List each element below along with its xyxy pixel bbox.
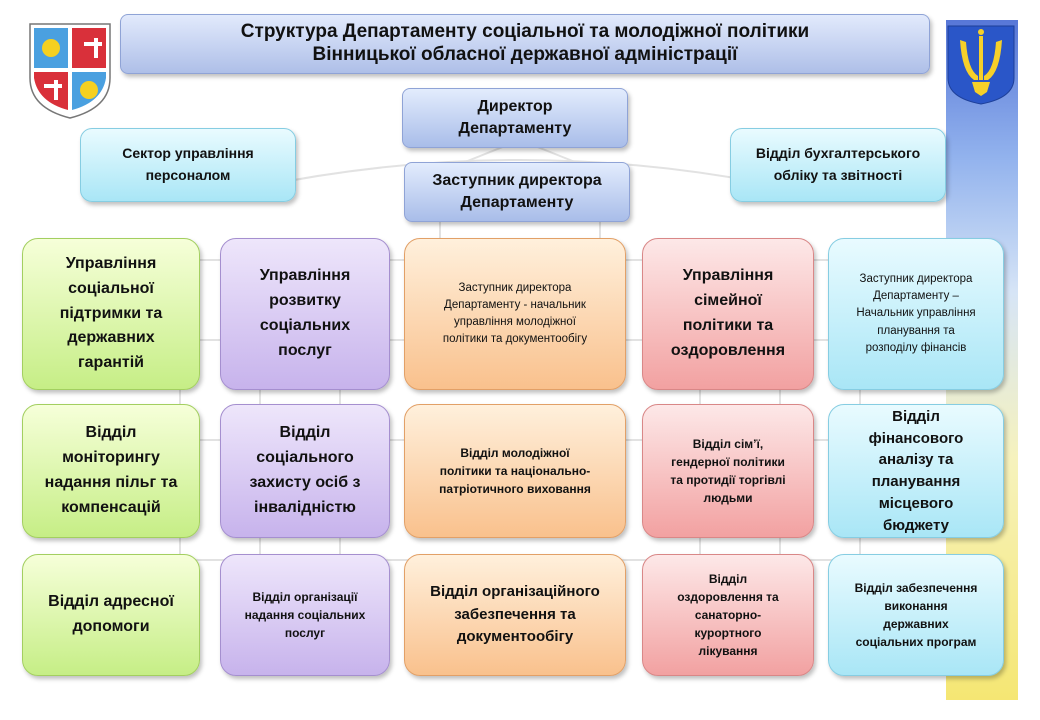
vinnytsia-coat-of-arms-icon bbox=[29, 23, 111, 119]
col1-head-line: державних bbox=[67, 329, 155, 347]
director-box: Директор Департаменту bbox=[402, 88, 628, 148]
col2-mid-line: соціального bbox=[256, 449, 354, 467]
col1-head-line: Управління bbox=[65, 255, 157, 272]
col5-mid-line: бюджету bbox=[882, 516, 950, 534]
col1-mid-line: компенсацій bbox=[61, 498, 161, 516]
column-3-bot-box: Відділ організаційного забезпечення та д… bbox=[404, 554, 626, 676]
col3-mid-line: Відділ молодіжної bbox=[460, 446, 570, 460]
column-2-head-box: Управління розвитку соціальних послуг bbox=[220, 238, 390, 390]
col4-bot-line: курортного bbox=[694, 626, 762, 640]
col4-bot-line: Відділ bbox=[708, 572, 748, 586]
col2-bot-line: Відділ організації bbox=[252, 590, 358, 604]
col1-bot-line: Відділ адресної bbox=[48, 593, 174, 611]
hr-sector-line-1: Сектор управління bbox=[122, 145, 254, 162]
column-1-head-box: Управління соціальної підтримки та держа… bbox=[22, 238, 200, 390]
col5-head-line: розподілу фінансів bbox=[865, 341, 967, 354]
column-4-bot-box: Відділ оздоровлення та санаторно- курорт… bbox=[642, 554, 814, 676]
column-5-bot-box: Відділ забезпечення виконання державних … bbox=[828, 554, 1004, 676]
col2-mid-line: захисту осіб з bbox=[249, 474, 361, 491]
col5-mid-line: Відділ bbox=[892, 407, 940, 425]
col4-bot-line: оздоровлення та bbox=[677, 590, 779, 604]
hr-sector-box: Сектор управління персоналом bbox=[80, 128, 296, 202]
column-5-mid-box: Відділ фінансового аналізу та планування… bbox=[828, 404, 1004, 538]
deputy-director-box: Заступник директора Департаменту bbox=[404, 162, 630, 222]
col3-bot-line: Відділ організаційного bbox=[430, 583, 600, 601]
col3-mid-line: патріотичного виховання bbox=[439, 482, 591, 496]
title-line-1: Структура Департаменту соціальної та мол… bbox=[240, 21, 810, 43]
col1-bot-line: допомоги bbox=[72, 618, 150, 635]
col4-mid-line: Відділ сім’ї, bbox=[692, 437, 764, 451]
col3-head-line: управління молодіжної bbox=[454, 316, 576, 328]
col5-head-line: Департаменту – bbox=[873, 290, 959, 303]
col5-head-line: Начальник управління bbox=[856, 307, 976, 320]
col2-mid-line: Відділ bbox=[279, 424, 331, 442]
col4-head-line: оздоровлення bbox=[670, 341, 786, 359]
col3-head-line: Заступник директора bbox=[458, 281, 572, 294]
col4-mid-line: гендерної політики bbox=[671, 455, 785, 469]
column-5-head-box: Заступник директора Департаменту – Начал… bbox=[828, 238, 1004, 390]
col2-mid-line: інвалідністю bbox=[254, 498, 356, 516]
col5-bot-line: соціальних програм bbox=[855, 635, 977, 649]
col1-head-line: соціальної bbox=[68, 279, 154, 297]
col2-head-line: соціальних bbox=[259, 317, 351, 334]
col2-bot-line: послуг bbox=[284, 626, 326, 640]
director-line-1: Директор bbox=[477, 97, 553, 115]
ukraine-trident-icon bbox=[947, 25, 1015, 105]
col5-mid-line: фінансового bbox=[868, 429, 964, 447]
title-line-2: Вінницької обласної державної адміністра… bbox=[312, 44, 738, 65]
col4-mid-line: людьми bbox=[703, 491, 753, 505]
col4-bot-line: лікування bbox=[698, 644, 758, 658]
col3-mid-line: політики та національно- bbox=[439, 464, 591, 478]
accounting-box: Відділ бухгалтерського обліку та звітнос… bbox=[730, 128, 946, 202]
page-title: Структура Департаменту соціальної та мол… bbox=[120, 14, 930, 74]
col1-mid-line: надання пільг та bbox=[44, 474, 178, 491]
col3-bot-line: документообігу bbox=[456, 628, 574, 646]
deputy-line-2: Департаменту bbox=[460, 194, 574, 211]
col5-head-line: планування та bbox=[877, 324, 955, 337]
col4-head-line: політики та bbox=[682, 317, 774, 334]
col1-mid-line: моніторингу bbox=[62, 449, 160, 467]
col3-bot-line: забезпечення та bbox=[454, 605, 576, 623]
col5-bot-line: виконання bbox=[884, 599, 948, 613]
accounting-line-2: обліку та звітності bbox=[773, 167, 903, 183]
col5-mid-line: планування bbox=[871, 473, 961, 490]
column-2-bot-box: Відділ організації надання соціальних по… bbox=[220, 554, 390, 676]
col1-head-line: підтримки та bbox=[59, 304, 163, 322]
column-3-head-box: Заступник директора Департаменту - начал… bbox=[404, 238, 626, 390]
col2-head-line: розвитку bbox=[269, 292, 341, 310]
col2-head-line: Управління bbox=[259, 267, 351, 285]
col5-mid-line: аналізу та bbox=[878, 451, 954, 469]
col4-bot-line: санаторно- bbox=[694, 608, 762, 622]
col1-mid-line: Відділ bbox=[85, 424, 137, 442]
column-3-mid-box: Відділ молодіжної політики та національн… bbox=[404, 404, 626, 538]
col5-mid-line: місцевого bbox=[878, 494, 954, 512]
col5-bot-line: Відділ забезпечення bbox=[854, 581, 978, 595]
director-line-2: Департаменту bbox=[458, 120, 572, 137]
col4-mid-line: та протидії торгівлі bbox=[670, 473, 786, 487]
column-4-head-box: Управління сімейної політики та оздоровл… bbox=[642, 238, 814, 390]
col2-bot-line: надання соціальних bbox=[244, 608, 366, 622]
col4-head-line: Управління bbox=[682, 267, 774, 285]
column-1-mid-box: Відділ моніторингу надання пільг та комп… bbox=[22, 404, 200, 538]
col3-head-line: Департаменту - начальник bbox=[444, 298, 586, 311]
col1-head-line: гарантій bbox=[77, 354, 144, 372]
column-2-mid-box: Відділ соціального захисту осіб з інвалі… bbox=[220, 404, 390, 538]
col3-head-line: політики та документообігу bbox=[442, 333, 588, 346]
accounting-line-1: Відділ бухгалтерського bbox=[755, 145, 921, 162]
col5-bot-line: державних bbox=[883, 617, 949, 631]
hr-sector-line-2: персоналом bbox=[145, 167, 231, 183]
column-1-bot-box: Відділ адресної допомоги bbox=[22, 554, 200, 676]
deputy-line-1: Заступник директора bbox=[432, 171, 602, 189]
col2-head-line: послуг bbox=[278, 341, 332, 359]
col4-head-line: сімейної bbox=[694, 292, 762, 310]
col5-head-line: Заступник директора bbox=[859, 272, 973, 285]
column-4-mid-box: Відділ сім’ї, гендерної політики та прот… bbox=[642, 404, 814, 538]
